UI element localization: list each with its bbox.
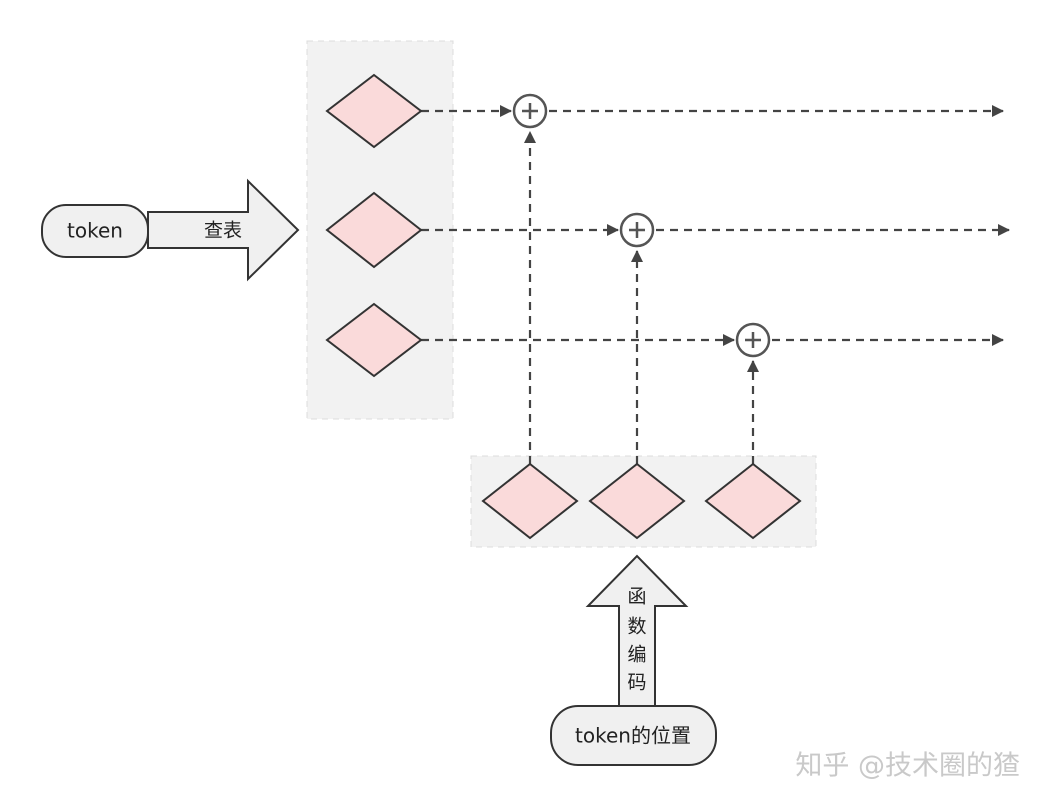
token-node (41, 204, 149, 258)
add-node-2 (619, 212, 655, 248)
lookup-label: 查表 (204, 220, 242, 242)
token-position-label: token的位置 (575, 724, 691, 748)
position-vector-3 (704, 462, 802, 540)
position-diamonds (481, 462, 802, 540)
embedding-vector-3 (325, 302, 423, 378)
position-vector-2 (588, 462, 686, 540)
embedding-diamonds (325, 73, 423, 378)
add-node-1 (512, 93, 548, 129)
function-encoding-char-1: 函 (627, 586, 646, 608)
function-encoding-arrow (585, 554, 689, 711)
embedding-vector-1 (325, 73, 423, 149)
add-nodes (512, 93, 771, 358)
function-encoding-char-3: 编 (627, 644, 646, 666)
embedding-vector-2 (325, 191, 423, 269)
function-encoding-label: 函 数 编 码 (627, 586, 646, 694)
token-position-node (550, 705, 717, 766)
function-encoding-char-4: 码 (627, 672, 646, 694)
function-encoding-char-2: 数 (627, 616, 646, 638)
token-label: token (67, 219, 123, 243)
add-node-3 (735, 322, 771, 358)
lookup-arrow (147, 178, 300, 282)
position-vector-1 (481, 462, 579, 540)
watermark: 知乎 @技术圈的猹 (795, 751, 1020, 782)
embedding-edges (421, 105, 1010, 346)
position-edges (524, 131, 759, 464)
